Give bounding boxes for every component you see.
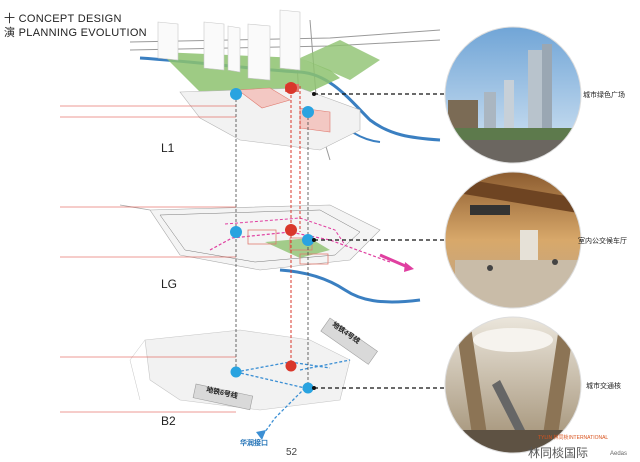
huarun-interface-label: 华润接口 bbox=[240, 440, 268, 447]
header-title: CONCEPT DESIGN bbox=[18, 13, 122, 25]
image-bus-hall bbox=[445, 172, 581, 308]
level-l1-plan bbox=[129, 9, 441, 161]
leader-lines bbox=[312, 92, 452, 390]
brand-aedas: Aedas bbox=[610, 451, 628, 457]
caption-bus-hall: 室内公交候车厅 bbox=[578, 238, 627, 245]
caption-transit-core: 城市交通核 bbox=[586, 383, 621, 390]
image-city-plaza bbox=[445, 27, 581, 163]
brand-chinese: 林同棪国际 bbox=[528, 446, 589, 460]
annotation-lines bbox=[60, 105, 236, 413]
level-lg-plan bbox=[119, 204, 421, 304]
page-number: 52 bbox=[286, 447, 298, 458]
level-label-l1: L1 bbox=[161, 141, 175, 155]
header-subtitle: PLANNING EVOLUTION bbox=[18, 27, 147, 39]
header-line-1: 十 CONCEPT DESIGN bbox=[4, 10, 122, 26]
vertical-connectors bbox=[235, 86, 309, 388]
header-line-2: 演 PLANNING EVOLUTION bbox=[4, 24, 147, 40]
caption-city-plaza: 城市绿色广场 bbox=[583, 92, 625, 99]
brand-tylin: TYLIN 林同棪INTERNATIONAL bbox=[538, 435, 609, 441]
markers bbox=[230, 82, 314, 394]
header-symbol-1: 十 bbox=[4, 13, 16, 25]
header-symbol-2: 演 bbox=[4, 27, 16, 39]
level-label-b2: B2 bbox=[161, 414, 176, 428]
level-b2-plan bbox=[129, 317, 378, 440]
level-label-lg: LG bbox=[161, 277, 178, 291]
